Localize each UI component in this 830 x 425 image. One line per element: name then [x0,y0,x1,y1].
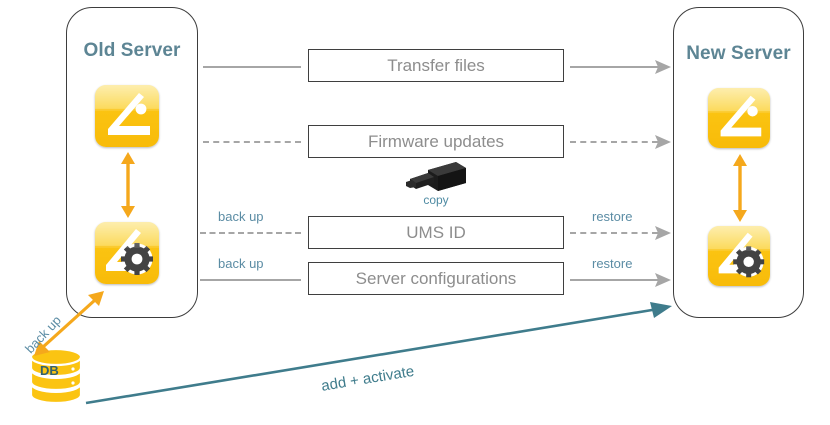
igel-app-icon-old [95,85,159,147]
usb-stick-icon [406,162,466,191]
connector-left-server-configurations [200,279,301,281]
arrowhead-right-ums-id [655,226,671,240]
caption-left-server-configurations: back up [218,256,264,271]
database-backup-arrow-icon [34,291,104,356]
connector-right-transfer-files [570,66,660,68]
igel-app-settings-icon-new [708,226,770,286]
connector-right-firmware-updates [570,141,658,143]
caption-left-ums-id: back up [218,209,264,224]
connector-left-transfer-files [203,66,301,68]
box-firmware-updates: Firmware updates [308,125,564,158]
connector-right-server-configurations [570,279,658,281]
vertical-double-arrow-icon-old [121,152,135,218]
caption-right-server-configurations: restore [592,256,633,271]
new-server-title: New Server [686,43,791,64]
box-transfer-files: Transfer files [308,49,564,82]
icon-gloss [708,88,770,114]
icon-gloss [95,222,159,249]
add-activate-arrow-icon [85,302,672,405]
vertical-double-arrow-icon-new [733,154,747,222]
connector-left-ums-id [200,232,301,234]
usb-copy-caption: copy [423,193,449,207]
connector-left-firmware-updates [203,141,301,143]
icon-gloss [95,85,159,112]
box-ums-id: UMS ID [308,216,564,249]
connector-right-ums-id [570,232,658,234]
igel-app-settings-icon-glyph [718,232,765,278]
arrowhead-right-firmware-updates [655,135,671,149]
arrowhead-right-transfer-files [655,60,671,74]
caption-right-ums-id: restore [592,209,633,224]
igel-app-settings-icon-old [95,222,159,284]
database-label: DB [40,363,59,378]
old-server-title: Old Server [83,40,181,61]
usb-stick-icon-wrap [404,160,468,194]
arrowhead-right-server-configurations [655,273,671,287]
icon-gloss [708,226,770,252]
box-server-configurations: Server configurations [308,262,564,295]
igel-app-icon-new [708,88,770,148]
